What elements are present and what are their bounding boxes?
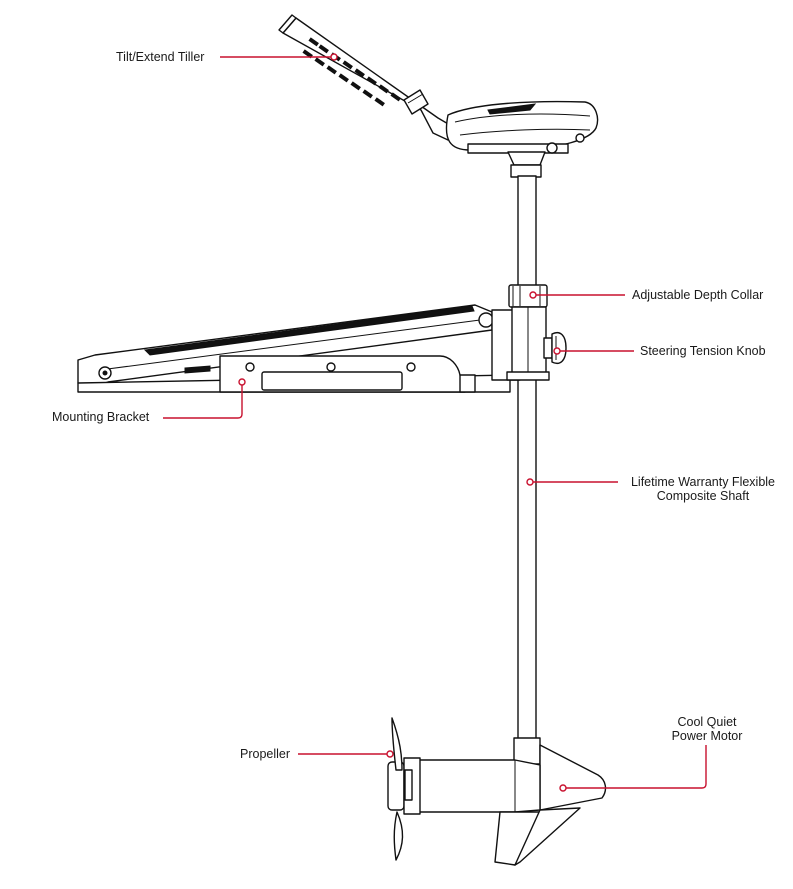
label-power-motor: Cool Quiet Power Motor: [660, 715, 754, 743]
callout-dot-mounting-bracket: [238, 378, 246, 386]
depth-collar-drawing: [506, 284, 550, 381]
tiller-handle: [278, 14, 456, 141]
label-power-motor-line1: Cool Quiet: [677, 715, 737, 729]
motor-head: [445, 100, 599, 166]
label-tilt-extend-tiller: Tilt/Extend Tiller: [116, 50, 205, 64]
label-composite-shaft-line2: Composite Shaft: [656, 489, 750, 503]
label-composite-shaft: Lifetime Warranty Flexible Composite Sha…: [622, 475, 784, 503]
mounting-bracket-drawing: [77, 304, 521, 393]
propeller-drawing: [387, 717, 421, 861]
callout-dot-tension-knob: [553, 347, 561, 355]
callout-dot-tiller: [330, 53, 338, 61]
label-power-motor-line2: Power Motor: [671, 729, 743, 743]
label-adjustable-depth-collar: Adjustable Depth Collar: [632, 288, 764, 302]
callout-dot-depth-collar: [529, 291, 537, 299]
label-steering-tension-knob: Steering Tension Knob: [640, 344, 766, 358]
composite-shaft: [510, 164, 542, 742]
label-composite-shaft-line1: Lifetime Warranty Flexible: [630, 475, 776, 489]
callout-dot-propeller: [386, 750, 394, 758]
callout-motor: [563, 745, 707, 789]
label-mounting-bracket: Mounting Bracket: [52, 410, 150, 424]
callout-dot-motor: [559, 784, 567, 792]
callout-lines: [163, 53, 707, 792]
lower-unit: [417, 737, 607, 866]
callout-mounting-bracket: [163, 382, 243, 419]
callout-dot-shaft: [526, 478, 534, 486]
label-propeller: Propeller: [240, 747, 291, 761]
